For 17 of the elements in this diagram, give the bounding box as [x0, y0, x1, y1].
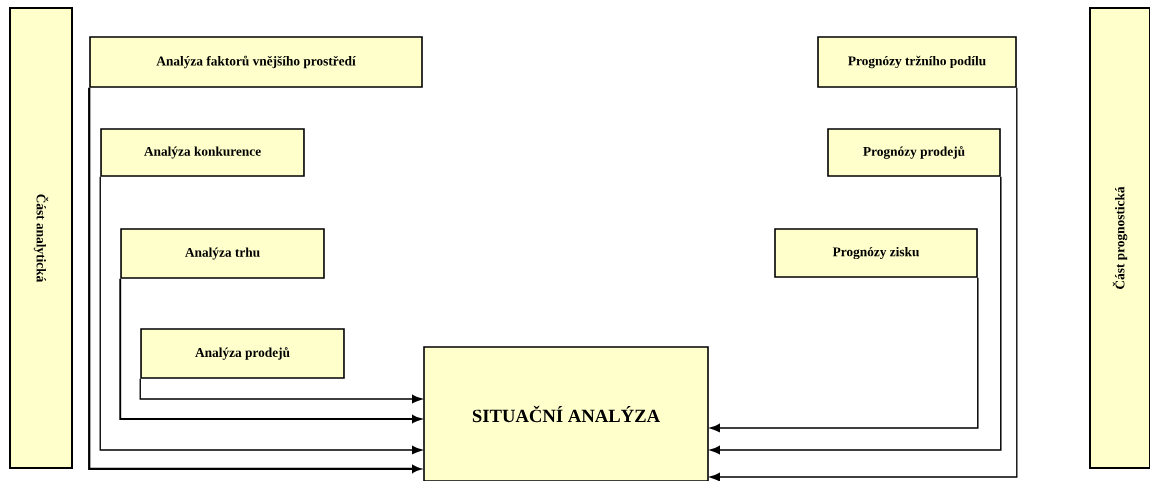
arrow: [710, 277, 979, 433]
heading-box: Prognózy tržního podílu: [817, 36, 1017, 88]
heading-box: Prognózy zisku: [774, 228, 978, 278]
heading-box: Analýza konkurence: [100, 128, 305, 177]
arrow: [99, 176, 422, 455]
arrow: [119, 277, 422, 423]
side-band: Část analytická: [9, 7, 73, 469]
arrow: [88, 87, 421, 473]
heading-box: Analýza prodejů: [140, 328, 345, 379]
arrow: [710, 176, 1002, 455]
side-band: Část prognostická: [1089, 7, 1150, 469]
heading-box: Prognózy prodejů: [827, 128, 1001, 177]
arrow: [710, 87, 1018, 481]
heading-box: Analýza faktorů vnějšího prostředí: [89, 36, 423, 88]
center-box: SITUAČNÍ ANALÝZA: [423, 346, 709, 481]
arrow: [139, 378, 422, 404]
heading-box: Analýza trhu: [120, 228, 325, 279]
